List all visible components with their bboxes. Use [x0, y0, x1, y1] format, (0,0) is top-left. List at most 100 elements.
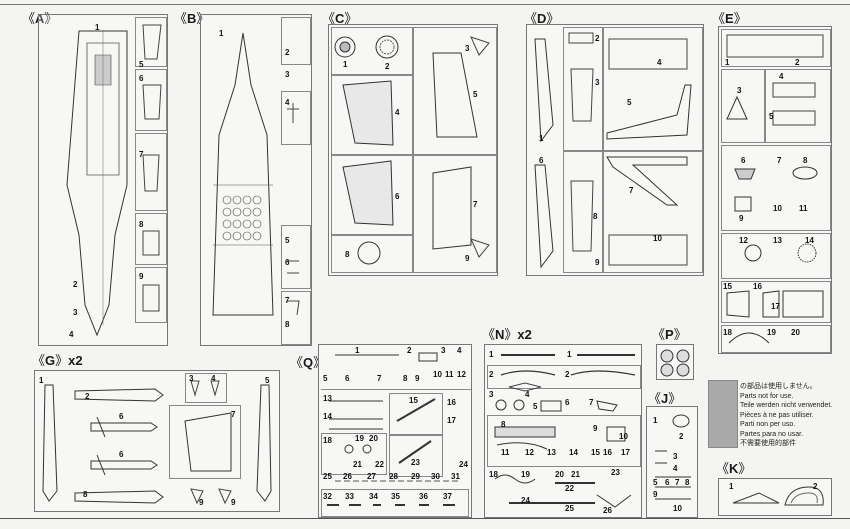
sprue-e-label: 《E》	[712, 11, 747, 26]
sprue-c-num-7: 7	[473, 200, 478, 209]
sprue-j-num-1: 1	[653, 416, 658, 425]
sprue-q-num-29: 29	[411, 472, 420, 481]
sprue-e-cell-6-11	[721, 145, 831, 231]
note-line-en: Parts not for use.	[740, 392, 794, 400]
sprue-e-num-11: 11	[799, 204, 808, 213]
sprue-c-cell-3-5	[413, 27, 497, 155]
sprue-c-num-4: 4	[395, 108, 400, 117]
sprue-n-num-7: 7	[589, 398, 594, 407]
sprue-q-parts	[327, 352, 459, 506]
sprue-n-num-24: 24	[521, 496, 530, 505]
sprue-j-num-10: 10	[673, 504, 682, 513]
sprue-e-num-19: 19	[767, 328, 776, 337]
sprue-j-num-5: 5	[653, 478, 658, 487]
sprue-q-num-7: 7	[377, 374, 382, 383]
sprue-d-num-9: 9	[595, 258, 600, 267]
sprue-q-num-19: 19	[355, 434, 364, 443]
sprue-e-num-9: 9	[739, 214, 744, 223]
sprue-n-num-17: 17	[621, 448, 630, 457]
sprue-q-num-5: 5	[323, 374, 328, 383]
sprue-p-label: 《P》	[652, 327, 687, 342]
sprue-q-num-8: 8	[403, 374, 408, 383]
sprue-c-cell-6	[331, 155, 413, 235]
sprue-g-cell-7	[169, 405, 241, 479]
sprue-q-num-13: 13	[323, 394, 332, 403]
sprue-d-cell-8	[563, 151, 603, 273]
sprue-c-parts	[334, 35, 490, 265]
note-line-de: Teile werden nicht verwendet.	[740, 402, 833, 409]
sprue-n-num-2a: 2	[489, 370, 494, 379]
note-line-zh: 不需要使用的部件	[740, 440, 796, 447]
sprue-e-parts	[726, 34, 824, 344]
sprue-q-num-12: 12	[457, 370, 466, 379]
sprue-k-frame: 1 2	[718, 478, 832, 516]
sprue-b-label: 《B》	[174, 11, 210, 26]
unused-parts-note: の部品は使用しません。 Parts not for use. Teile wer…	[740, 382, 832, 449]
sprue-q-num-31: 31	[451, 472, 460, 481]
sprue-n-parts	[494, 354, 636, 508]
sprue-c-frame: 1 2 3 4 5 6 7 8 9	[328, 24, 498, 276]
sprue-e-num-1: 1	[725, 58, 730, 67]
sprue-a-cell-8	[135, 213, 167, 265]
sprue-b-num-7: 7	[285, 296, 290, 305]
sprue-c-num-1: 1	[343, 60, 348, 69]
sprue-c-num-6: 6	[395, 192, 400, 201]
sprue-n-num-13: 13	[547, 448, 556, 457]
sprue-n-frame: 1 1 2 2 3 4 5 6 7 8 9 10 11 12 13 14 15 …	[484, 344, 642, 518]
sprue-p-lenses	[660, 349, 690, 377]
sprue-n-num-2b: 2	[565, 370, 570, 379]
sprue-d-parts	[534, 32, 692, 269]
sprue-g-num-6a: 6	[119, 412, 124, 421]
sprue-d-cell-4-5	[603, 27, 703, 151]
sprue-n-num-16: 16	[603, 448, 612, 457]
sprue-k-canopy	[732, 486, 824, 506]
sprue-k-num-1: 1	[729, 482, 734, 491]
sprue-e-num-8: 8	[803, 156, 808, 165]
note-line-fr: Pièces à ne pas utiliser.	[740, 411, 814, 419]
sprue-j-num-9: 9	[653, 490, 658, 499]
sprue-g-parts	[42, 380, 272, 505]
sprue-q-num-10: 10	[433, 370, 442, 379]
sprue-a-cell-9	[135, 267, 167, 323]
sprue-n-num-6: 6	[565, 398, 570, 407]
sprue-n-num-12: 12	[525, 448, 534, 457]
sprue-n-cell-2	[487, 365, 641, 389]
sprue-g-num-1: 1	[39, 376, 44, 385]
sprue-g-frame: 1 2 3 4 5 6 6 7 8 9 9	[34, 370, 280, 512]
sprue-e-num-5: 5	[769, 112, 774, 121]
sprue-e-num-6: 6	[741, 156, 746, 165]
sprue-j-num-8: 8	[685, 478, 690, 487]
sprue-q-num-20: 20	[369, 434, 378, 443]
sprue-g-num-9b: 9	[231, 498, 236, 507]
sprue-b-num-5: 5	[285, 236, 290, 245]
unused-parts-swatch	[708, 380, 738, 448]
sprue-n-num-19: 19	[521, 470, 530, 479]
sprue-p-frame	[656, 344, 694, 380]
sprue-a-num-6: 6	[139, 74, 144, 83]
sprue-g-num-2: 2	[85, 392, 90, 401]
sprue-e-num-18: 18	[723, 328, 732, 337]
sprue-q-num-2: 2	[407, 346, 412, 355]
sprue-n-num-20: 20	[555, 470, 564, 479]
sprue-j-num-2: 2	[679, 432, 684, 441]
sprue-q-num-16: 16	[447, 398, 456, 407]
sprue-b-num-3: 3	[285, 70, 290, 79]
sprue-k-num-2: 2	[813, 482, 818, 491]
sprue-q-num-36: 36	[419, 492, 428, 501]
sprue-e-num-7: 7	[777, 156, 782, 165]
sprue-e-num-13: 13	[773, 236, 782, 245]
sprue-q-num-37: 37	[443, 492, 452, 501]
sprue-g-num-6b: 6	[119, 450, 124, 459]
sprue-g-label: 《G》x2	[32, 353, 83, 368]
sprue-a-cell-5	[135, 17, 167, 67]
sprue-a-frame: 1 5 6 7 8 9 2 3 4	[38, 14, 168, 346]
sprue-b-num-1: 1	[219, 29, 224, 38]
sprue-n-num-22: 22	[565, 484, 574, 493]
sprue-n-num-9: 9	[593, 424, 598, 433]
sprue-b-cell-4	[281, 91, 311, 145]
sprue-q-num-1: 1	[355, 346, 360, 355]
sprue-q-num-22: 22	[375, 460, 384, 469]
sprue-b-num-6: 6	[285, 258, 290, 267]
sprue-n-num-1b: 1	[567, 350, 572, 359]
sprue-a-num-4: 4	[69, 330, 74, 339]
